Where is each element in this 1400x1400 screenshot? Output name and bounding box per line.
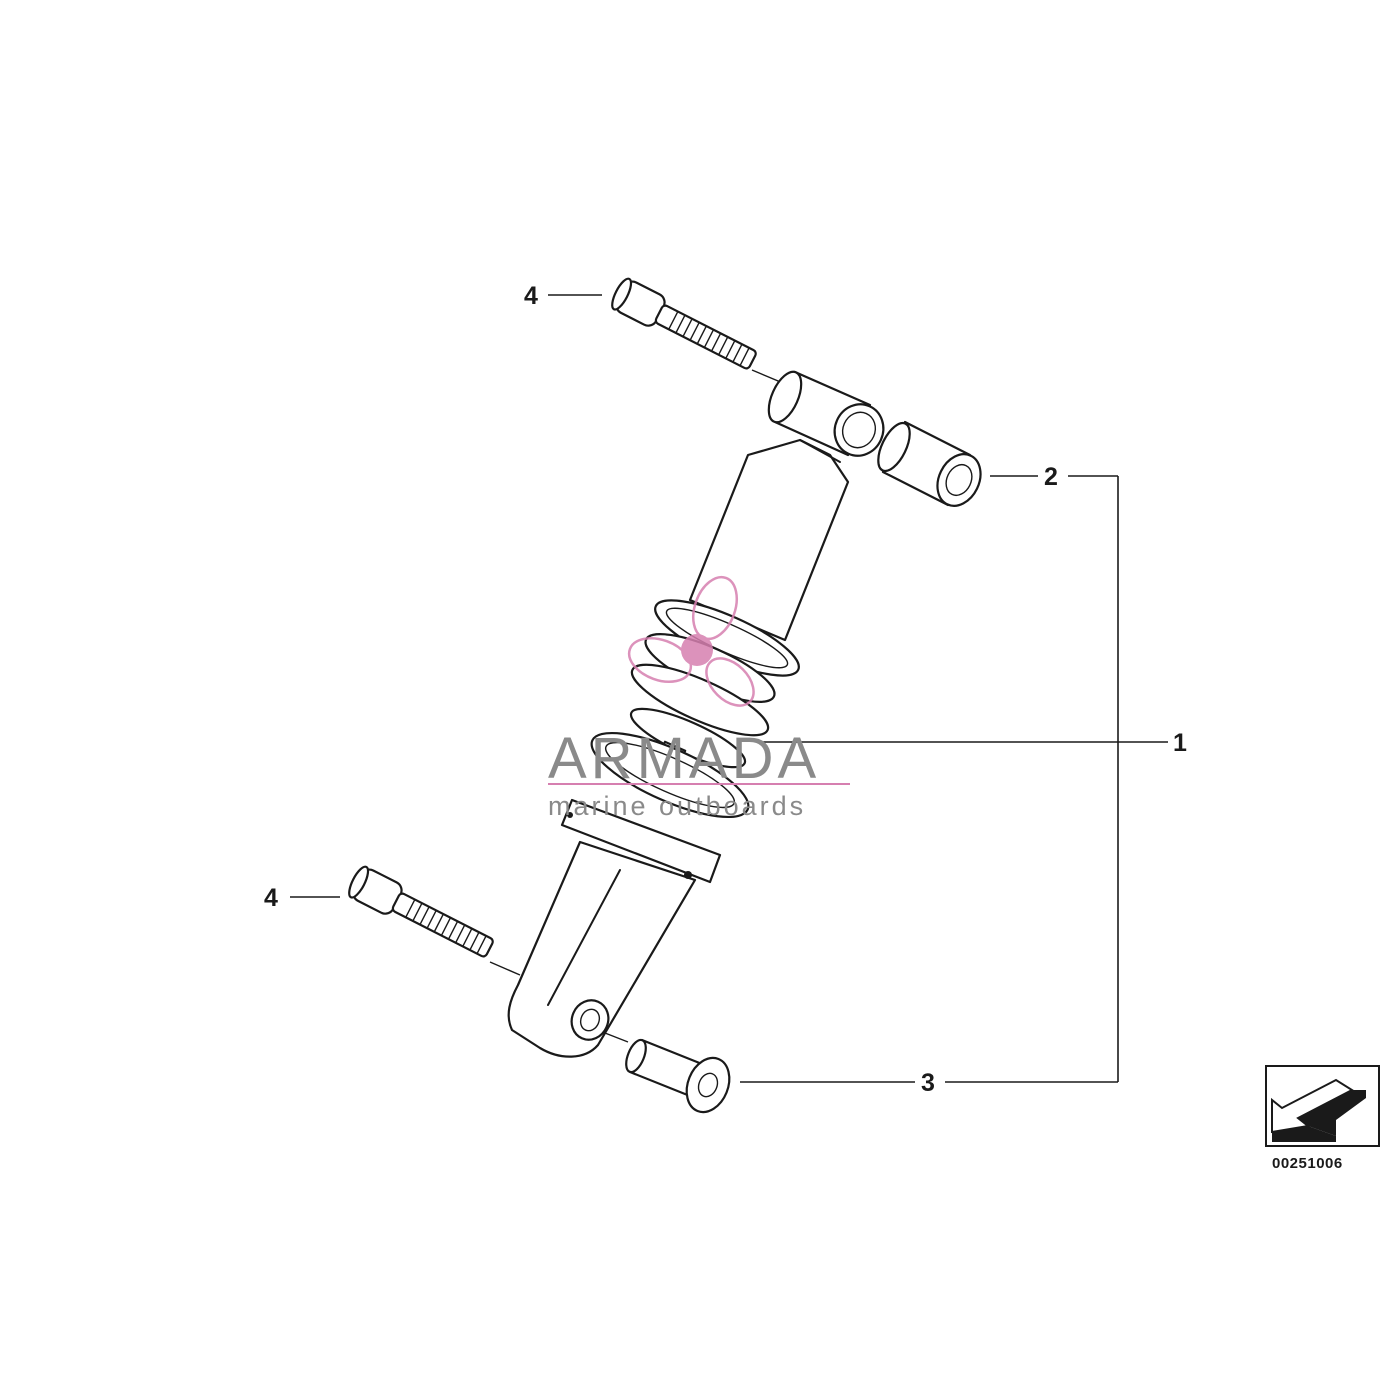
leader-lines (290, 294, 1168, 1083)
propeller-logo-icon (627, 575, 755, 707)
callout-part-1: 1 (1173, 729, 1187, 757)
shock-lower-body (507, 731, 750, 1058)
watermark-subtitle: marine outboards (548, 791, 806, 821)
orientation-arrow-icon (1265, 1065, 1380, 1147)
reference-number: 00251006 (1272, 1155, 1343, 1172)
bolt-top (611, 277, 757, 370)
sleeve-part-3 (604, 1032, 731, 1114)
bushing-part-2 (877, 420, 982, 507)
callout-part-4-bottom: 4 (264, 884, 278, 912)
callout-part-3: 3 (921, 1069, 935, 1097)
watermark: ARMADA marine outboards (548, 575, 850, 821)
callout-part-2: 2 (1044, 463, 1058, 491)
shock-upper-body (688, 438, 850, 642)
watermark-title: ARMADA (548, 726, 820, 791)
bolt-bottom (348, 865, 494, 958)
callout-part-4-top: 4 (524, 282, 538, 310)
shock-upper-eye (767, 370, 885, 457)
